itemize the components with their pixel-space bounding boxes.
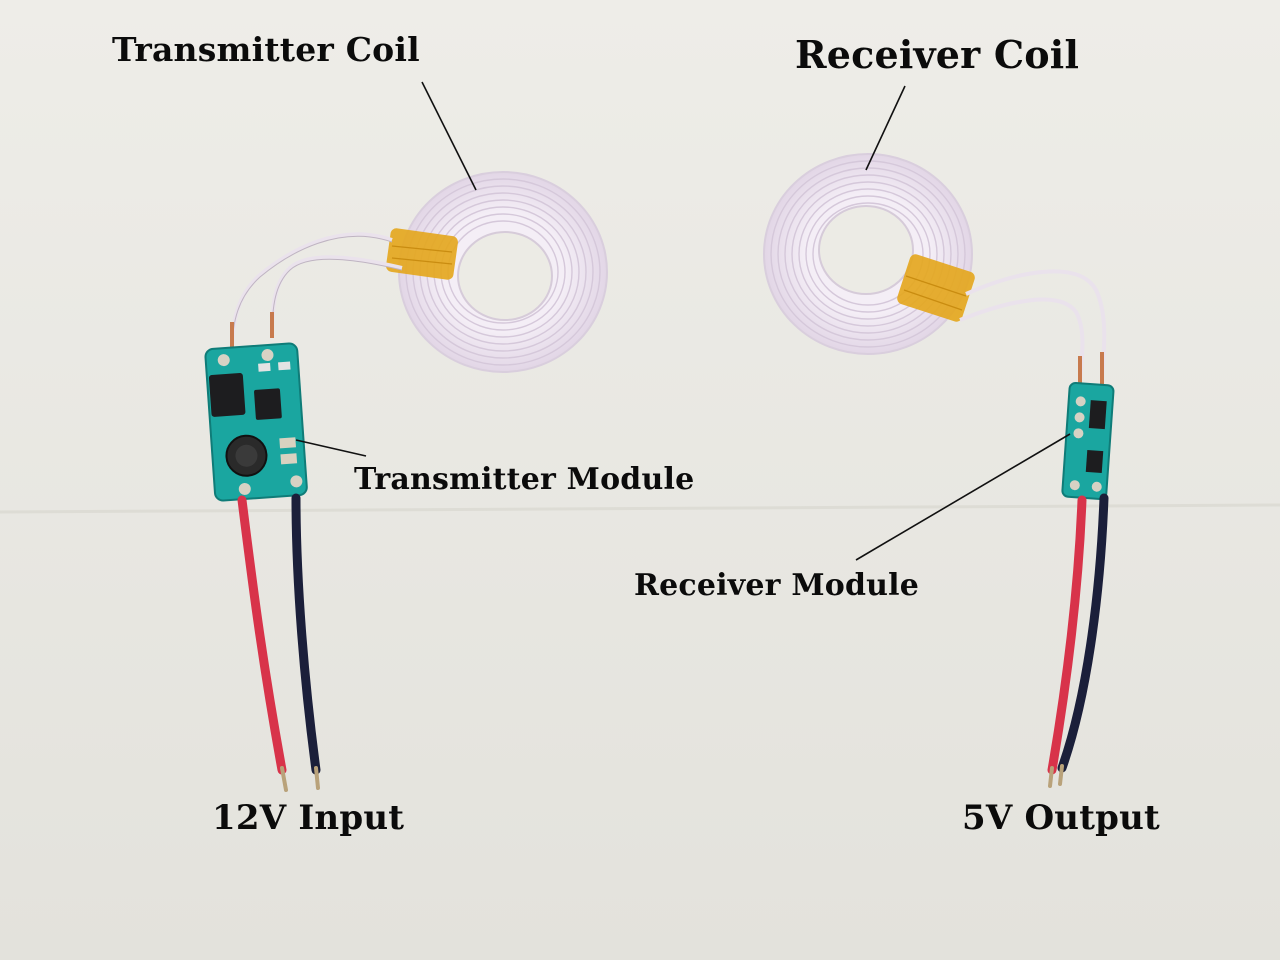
callout-lines bbox=[295, 81, 1071, 561]
transmitter-coil bbox=[386, 171, 608, 373]
ic-chip bbox=[254, 388, 282, 420]
rectifier-chip bbox=[1088, 400, 1107, 430]
input-voltage-label: 12V Input bbox=[212, 798, 405, 838]
input-wires bbox=[237, 493, 321, 792]
receiver-coil-leads bbox=[959, 269, 1107, 383]
output-voltage-label: 5V Output bbox=[962, 798, 1160, 838]
receiver-coil-label: Receiver Coil bbox=[795, 32, 1080, 77]
kapton-tape bbox=[897, 254, 975, 322]
paper-fold bbox=[0, 503, 1280, 514]
transmitter-coil-label: Transmitter Coil bbox=[112, 30, 420, 69]
receiver-module-label: Receiver Module bbox=[634, 568, 920, 603]
mosfet-chip bbox=[208, 373, 246, 417]
receiver-module bbox=[1061, 382, 1115, 500]
callout-transmitter-coil bbox=[421, 81, 477, 191]
transmitter-module-label: Transmitter Module bbox=[354, 462, 695, 497]
transmitter-module bbox=[204, 342, 308, 502]
callout-receiver-coil bbox=[865, 85, 906, 171]
output-wires bbox=[1047, 493, 1109, 788]
kapton-tape bbox=[386, 228, 458, 280]
callout-receiver-module bbox=[855, 433, 1071, 561]
receiver-coil bbox=[763, 153, 975, 355]
callout-transmitter-module bbox=[295, 439, 367, 457]
